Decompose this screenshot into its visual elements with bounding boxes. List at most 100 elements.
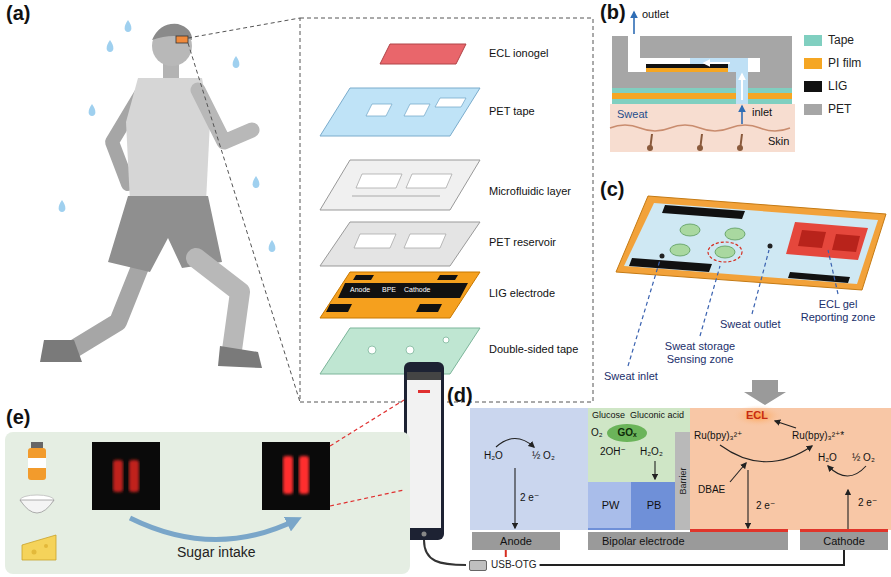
device-cross-section xyxy=(741,106,743,124)
readout-panel xyxy=(5,400,410,574)
annotation-label: Skin xyxy=(768,135,789,148)
microfluidic-layer xyxy=(320,160,480,210)
legend-text: PI film xyxy=(828,56,861,70)
device-perspective xyxy=(786,222,868,260)
device-perspective xyxy=(670,244,690,256)
pet-reservoir-layer xyxy=(320,222,480,266)
wire xyxy=(540,550,844,565)
readout-panel-box: Sugar intake xyxy=(5,432,410,574)
legend-swatch xyxy=(804,58,822,69)
device-cross-section xyxy=(736,58,748,104)
readout-panel xyxy=(28,448,46,480)
device-cross-section xyxy=(633,12,635,34)
annotation-label: BPE xyxy=(382,286,396,294)
annotation-label: PET reservoir xyxy=(489,236,556,249)
annotation-label: inlet xyxy=(752,106,772,119)
legend-item: LIG xyxy=(804,79,847,93)
device-perspective xyxy=(624,203,878,284)
zoom-lines xyxy=(300,18,593,402)
annotation-label: Microfluidic layer xyxy=(489,185,571,198)
annotation-label: Cathode xyxy=(404,286,430,294)
device-cross-section xyxy=(646,68,728,72)
legend-swatch xyxy=(804,104,822,115)
node-text: Cathode xyxy=(823,535,865,548)
device-cross-section xyxy=(736,58,748,104)
panel-label: (a) xyxy=(6,2,30,25)
readout-panel xyxy=(330,400,404,446)
device-cross-section xyxy=(646,64,728,68)
zoom-lines xyxy=(188,18,300,38)
annotation-label: ½ O₂ xyxy=(532,450,555,462)
device-perspective xyxy=(768,244,773,249)
double-sided-tape-layer xyxy=(320,328,480,374)
panel-label: (e) xyxy=(6,406,30,429)
zoom-lines xyxy=(188,18,593,402)
annotation-label: PET tape xyxy=(489,105,535,118)
device-cross-section xyxy=(612,93,792,99)
pet-tape-layer xyxy=(366,104,392,116)
annotation-label: 2 e⁻ xyxy=(858,497,877,509)
node-text: PW xyxy=(602,499,620,512)
annotation-label: ECL gel Reporting zone xyxy=(798,298,878,323)
node-text: GOₓ xyxy=(617,427,636,439)
readout-panel xyxy=(113,460,123,492)
device-cross-section xyxy=(612,88,792,93)
zoom-lines xyxy=(188,43,300,402)
smartphone xyxy=(424,540,466,565)
skin-section xyxy=(610,104,795,152)
device-perspective xyxy=(715,246,735,258)
legend-swatch xyxy=(804,81,822,92)
legend-item: PET xyxy=(804,102,851,116)
mechanism-background xyxy=(470,405,891,532)
leader-lines xyxy=(828,250,838,294)
readout-panel xyxy=(31,442,43,449)
mechanism-background xyxy=(690,408,891,530)
readout-panel xyxy=(28,458,46,468)
pet-reservoir-layer xyxy=(320,222,480,266)
reaction-arrows xyxy=(747,470,748,528)
node-text: USB-OTG xyxy=(491,559,537,571)
annotation-label: LIG electrode xyxy=(489,287,555,300)
annotation-label: 2 e⁻ xyxy=(756,500,775,512)
legend-swatch xyxy=(804,35,822,46)
readout-panel xyxy=(22,535,56,560)
ecl-ionogel-layer xyxy=(380,44,466,64)
device-perspective xyxy=(616,196,886,290)
pet-tape-layer xyxy=(320,88,480,136)
smartphone xyxy=(407,372,441,380)
smartphone xyxy=(422,532,427,537)
sweat-drops xyxy=(89,104,96,116)
lig-electrode-layer xyxy=(338,283,468,298)
device-perspective xyxy=(798,230,826,248)
electrode-bar: Anode xyxy=(472,532,560,550)
pet-tape-layer xyxy=(404,104,430,116)
pet-tape-layer xyxy=(435,98,466,107)
readout-panel xyxy=(32,550,37,555)
smartphone xyxy=(407,372,441,528)
prussian-blue-layer: PWPB xyxy=(588,482,675,528)
runner-figure xyxy=(196,258,240,350)
device-perspective xyxy=(680,224,700,236)
microfluidic-layer xyxy=(356,174,402,188)
sweat-drops xyxy=(269,240,276,252)
device-perspective xyxy=(788,272,850,283)
readout-panel xyxy=(130,518,296,540)
annotation-label: Anode xyxy=(350,286,370,294)
panel-label: (d) xyxy=(447,384,473,407)
readout-panel xyxy=(299,456,309,494)
annotation-label: H₂O xyxy=(484,450,503,462)
reaction-arrows xyxy=(654,461,655,479)
annotation-label: Sweat storage Sensing zone xyxy=(660,340,740,365)
pet-reservoir-layer xyxy=(354,234,396,248)
annotation-label: H₂O xyxy=(818,452,837,464)
readout-panel xyxy=(44,544,48,548)
barrier-band: Barrier xyxy=(675,432,690,530)
device-cross-section xyxy=(741,74,743,100)
runner-figure xyxy=(176,36,188,43)
legend-item: Tape xyxy=(804,33,854,47)
flow-arrow xyxy=(744,380,786,405)
sweat-drops xyxy=(125,20,132,32)
skin-section xyxy=(737,145,743,151)
